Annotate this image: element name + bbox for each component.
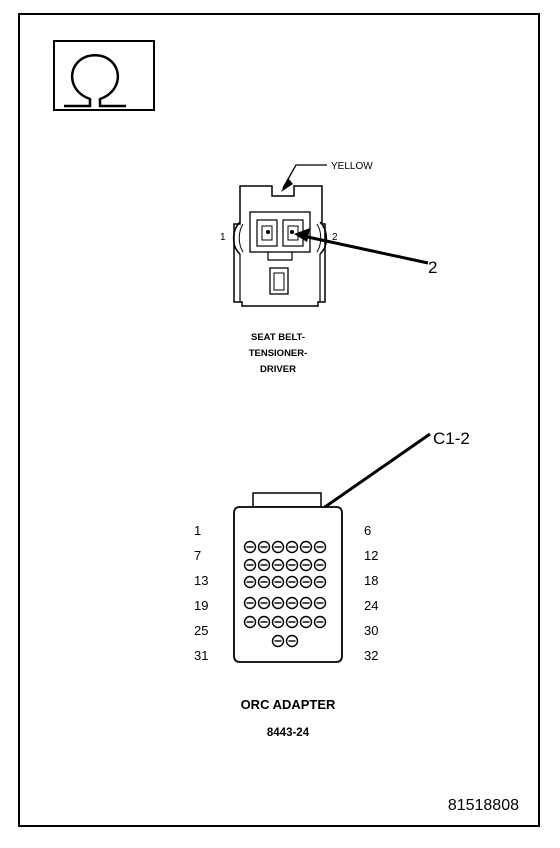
adapter-pin-9	[271, 558, 285, 572]
row-label-right: 24	[364, 598, 378, 613]
row-label-left: 25	[194, 623, 208, 638]
figure-border	[18, 13, 540, 827]
omega-logo	[53, 40, 155, 111]
row-label-left: 19	[194, 598, 208, 613]
adapter-pin-24	[313, 596, 327, 610]
adapter-pin-17	[299, 575, 313, 589]
adapter-pin-5	[299, 540, 313, 554]
adapter-pin-20	[257, 596, 271, 610]
adapter-pin-23	[299, 596, 313, 610]
row-label-right: 12	[364, 548, 378, 563]
adapter-pin-6	[313, 540, 327, 554]
row-label-left: 31	[194, 648, 208, 663]
adapter-pin-14	[257, 575, 271, 589]
pin-1-label: 1	[220, 232, 226, 243]
yellow-label: YELLOW	[331, 161, 373, 172]
row-label-left: 13	[194, 573, 208, 588]
adapter-pin-31	[271, 634, 285, 648]
adapter-pin-12	[313, 558, 327, 572]
adapter-pin-25	[243, 615, 257, 629]
tensioner-connector: 1 2	[220, 185, 338, 307]
adapter-title: ORC ADAPTER	[241, 697, 336, 712]
adapter-pin-30	[313, 615, 327, 629]
adapter-pin-19	[243, 596, 257, 610]
orc-adapter-connector: 1 7 13 19 25 31 6 12 18 24 30 32	[194, 492, 378, 663]
row-labels: 1 7 13 19 25 31 6 12 18 24 30 32	[194, 523, 378, 663]
row-label-right: 32	[364, 648, 378, 663]
adapter-pin-16	[285, 575, 299, 589]
adapter-pin-32	[285, 634, 299, 648]
yellow-callout: YELLOW	[281, 161, 373, 192]
adapter-caption: ORC ADAPTER 8443-24	[241, 697, 336, 739]
pin-grid	[243, 540, 327, 648]
pin-2-label: 2	[332, 232, 338, 243]
tensioner-title-line1: SEAT BELT-	[251, 332, 305, 343]
callout-2: 2	[294, 228, 437, 277]
row-label-right: 30	[364, 623, 378, 638]
adapter-pin-4	[285, 540, 299, 554]
callout-c1-2-label: C1-2	[433, 429, 470, 448]
adapter-part-number: 8443-24	[267, 727, 310, 739]
row-label-left: 1	[194, 523, 201, 538]
adapter-pin-26	[257, 615, 271, 629]
callout-2-label: 2	[428, 258, 437, 277]
adapter-pin-7	[243, 558, 257, 572]
tensioner-caption: SEAT BELT- TENSIONER- DRIVER	[249, 332, 308, 375]
row-label-right: 6	[364, 523, 371, 538]
adapter-pin-3	[271, 540, 285, 554]
adapter-pin-11	[299, 558, 313, 572]
adapter-pin-15	[271, 575, 285, 589]
tensioner-title-line2: TENSIONER-	[249, 348, 308, 359]
tensioner-title-line3: DRIVER	[260, 364, 296, 375]
adapter-pin-8	[257, 558, 271, 572]
row-label-right: 18	[364, 573, 378, 588]
adapter-pin-21	[271, 596, 285, 610]
row-label-left: 7	[194, 548, 201, 563]
adapter-pin-10	[285, 558, 299, 572]
adapter-pin-18	[313, 575, 327, 589]
adapter-pin-1	[243, 540, 257, 554]
adapter-pin-28	[285, 615, 299, 629]
adapter-pin-13	[243, 575, 257, 589]
figure-id: 81518808	[448, 797, 519, 814]
adapter-pin-29	[299, 615, 313, 629]
adapter-pin-22	[285, 596, 299, 610]
adapter-pin-27	[271, 615, 285, 629]
adapter-pin-2	[257, 540, 271, 554]
